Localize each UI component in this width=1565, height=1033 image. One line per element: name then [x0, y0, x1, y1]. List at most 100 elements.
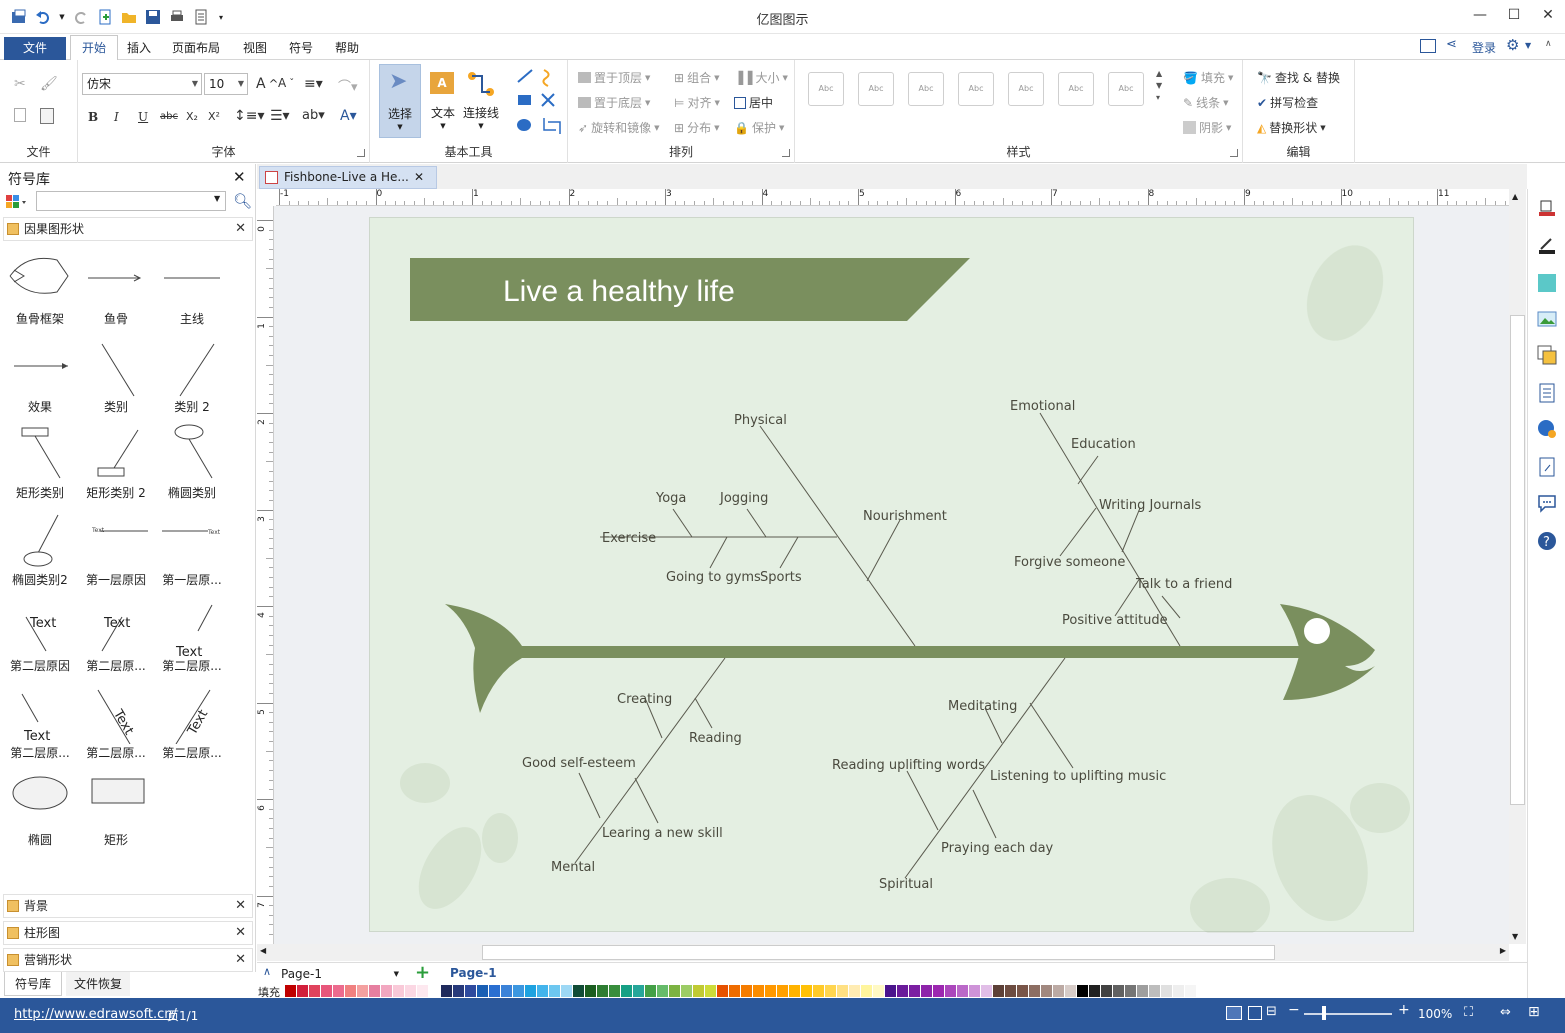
page-tab-1[interactable]: Page-1 — [450, 966, 497, 980]
label-nourishment[interactable]: Nourishment — [863, 509, 947, 524]
style-preset-3[interactable]: Abc — [908, 72, 944, 106]
find-replace-button[interactable]: 🔭查找 & 替换 — [1257, 70, 1340, 86]
color-swatch[interactable] — [345, 985, 356, 997]
settings-gear-icon[interactable]: ⚙ — [1506, 36, 1520, 54]
bold-icon[interactable]: B — [88, 110, 99, 124]
new-icon[interactable] — [96, 8, 114, 26]
present-icon[interactable] — [1420, 39, 1436, 53]
color-swatch[interactable] — [993, 985, 1004, 997]
color-swatch[interactable] — [561, 985, 572, 997]
collapse-ribbon-icon[interactable]: ∧ — [1545, 39, 1552, 49]
color-swatch[interactable] — [1161, 985, 1172, 997]
color-swatch[interactable] — [741, 985, 752, 997]
style-preset-6[interactable]: Abc — [1058, 72, 1094, 106]
library-shape[interactable]: 主线 — [154, 248, 230, 334]
subscript-icon[interactable]: X₂ — [186, 110, 198, 123]
style-preset-4[interactable]: Abc — [958, 72, 994, 106]
zoom-slider-thumb[interactable] — [1322, 1006, 1326, 1020]
section-close-icon[interactable]: ✕ — [235, 925, 246, 940]
color-swatch[interactable] — [753, 985, 764, 997]
color-swatch[interactable] — [321, 985, 332, 997]
color-swatch[interactable] — [357, 985, 368, 997]
color-swatch[interactable] — [1005, 985, 1016, 997]
zoom-out-button[interactable]: − — [1288, 1002, 1300, 1018]
page-select[interactable]: Page-1▼ — [281, 967, 399, 981]
section-marketing-shapes[interactable]: 营销形状✕ — [3, 948, 253, 972]
underline-icon[interactable]: U — [138, 110, 149, 124]
spell-check-button[interactable]: ✔拼写检查 — [1257, 95, 1319, 111]
library-shape[interactable]: 类别 — [78, 336, 154, 422]
label-emotional[interactable]: Emotional — [1010, 399, 1075, 414]
line-button[interactable]: ✎线条▼ — [1183, 95, 1229, 111]
maximize-button[interactable]: ☐ — [1507, 7, 1521, 23]
fill-panel-icon[interactable] — [1537, 197, 1557, 217]
library-shape[interactable]: 椭圆类别2 — [2, 509, 78, 595]
paste-icon[interactable] — [40, 108, 54, 124]
add-page-icon[interactable]: + — [415, 962, 431, 983]
fullscreen-grid-icon[interactable]: ⊞ — [1528, 1004, 1540, 1020]
color-swatch[interactable] — [1029, 985, 1040, 997]
label-mental[interactable]: Mental — [551, 860, 595, 875]
color-swatch[interactable] — [861, 985, 872, 997]
menu-insert[interactable]: 插入 — [127, 41, 152, 55]
color-swatch[interactable] — [1017, 985, 1028, 997]
style-gallery-scroll[interactable]: ▲▼▾ — [1156, 69, 1163, 102]
color-swatch[interactable] — [1173, 985, 1184, 997]
line-panel-icon[interactable] — [1537, 235, 1557, 255]
text-tool-button[interactable]: A 文本 ▼ — [424, 64, 462, 138]
undo-dropdown-icon[interactable]: ▼ — [59, 13, 65, 21]
color-swatch[interactable] — [621, 985, 632, 997]
color-swatch[interactable] — [441, 985, 452, 997]
color-swatch[interactable] — [957, 985, 968, 997]
label-reading[interactable]: Reading — [689, 731, 742, 746]
library-shape[interactable]: 鱼骨 — [78, 248, 154, 334]
fit-width-icon[interactable]: ⇔ — [1500, 1005, 1511, 1020]
color-swatch[interactable] — [369, 985, 380, 997]
color-swatch[interactable] — [981, 985, 992, 997]
shadow-panel-icon[interactable] — [1537, 273, 1557, 293]
ellipse-tool-icon[interactable] — [517, 119, 531, 131]
title-banner[interactable] — [410, 258, 970, 321]
color-swatch[interactable] — [801, 985, 812, 997]
label-yoga[interactable]: Yoga — [655, 491, 686, 506]
grow-font-icon[interactable]: A^ — [256, 76, 279, 92]
library-shape[interactable]: 椭圆类别 — [154, 422, 230, 508]
connector-tool-button[interactable]: 连接线 ▼ — [460, 64, 502, 138]
search-icon[interactable]: 🔍︎ — [233, 192, 253, 210]
label-sports[interactable]: Sports — [760, 570, 802, 585]
color-swatch[interactable] — [921, 985, 932, 997]
style-preset-7[interactable]: Abc — [1108, 72, 1144, 106]
page-panel-icon[interactable] — [1537, 383, 1557, 403]
color-swatch[interactable] — [717, 985, 728, 997]
paragraph-align-icon[interactable]: ≡▾ — [304, 76, 323, 92]
scroll-down-icon[interactable]: ▼ — [1512, 932, 1519, 941]
library-search-dropdown-icon[interactable]: ▼ — [214, 194, 221, 203]
comment-panel-icon[interactable] — [1537, 493, 1557, 513]
font-size-select[interactable]: 10▼ — [204, 73, 248, 95]
label-positive-attitude[interactable]: Positive attitude — [1062, 613, 1168, 628]
label-education[interactable]: Education — [1071, 437, 1136, 452]
label-praying-each-day[interactable]: Praying each day — [941, 841, 1054, 856]
close-button[interactable]: ✕ — [1542, 7, 1554, 23]
drawing-canvas[interactable]: Live a healthy life — [274, 206, 1509, 944]
highlight-color-icon[interactable]: ab▾ — [302, 108, 325, 123]
vertical-scroll-thumb[interactable] — [1510, 315, 1525, 805]
redo-icon[interactable] — [72, 8, 90, 26]
color-swatch[interactable] — [1089, 985, 1100, 997]
label-creating[interactable]: Creating — [617, 692, 672, 707]
library-shape[interactable]: 鱼骨框架 — [2, 248, 78, 334]
color-swatch[interactable] — [477, 985, 488, 997]
label-reading-uplifting-words[interactable]: Reading uplifting words — [832, 758, 985, 773]
section-column-chart[interactable]: 柱形图✕ — [3, 921, 253, 945]
diagram-title[interactable]: Live a healthy life — [503, 275, 735, 308]
label-writing-journals[interactable]: Writing Journals — [1099, 498, 1202, 513]
collapse-pages-icon[interactable]: ∧ — [263, 965, 272, 978]
library-shape[interactable]: 类别 2 — [154, 336, 230, 422]
menu-help[interactable]: 帮助 — [335, 41, 360, 55]
color-swatch[interactable] — [681, 985, 692, 997]
fit-page-icon[interactable]: ⛶ — [1464, 1005, 1474, 1020]
color-swatch[interactable] — [633, 985, 644, 997]
